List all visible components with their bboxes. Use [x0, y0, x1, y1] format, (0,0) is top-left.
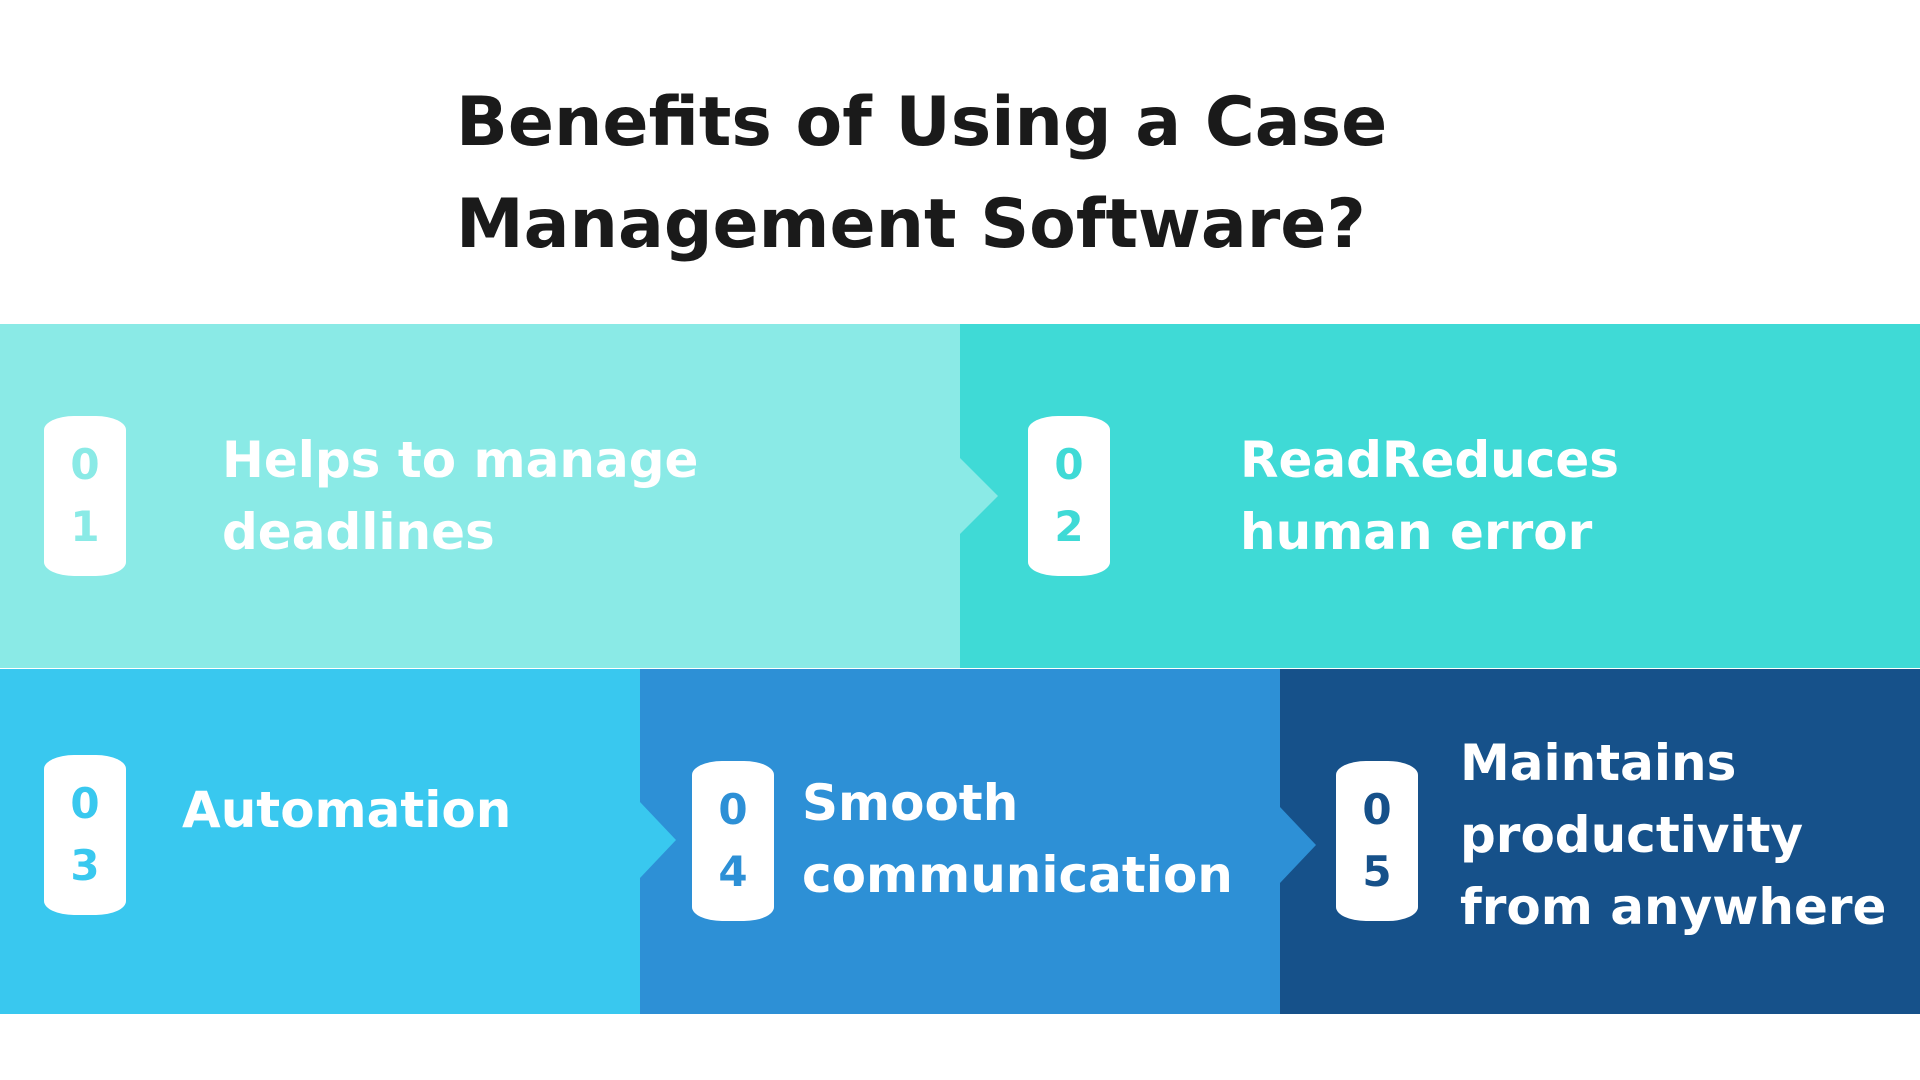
benefit-number-badge-1: 0 1	[44, 416, 126, 576]
badge-digit-bottom: 4	[718, 847, 748, 896]
benefit-number-badge-3: 0 3	[44, 755, 126, 915]
page-title: Benefits of Using a Case Management Soft…	[456, 72, 1556, 276]
badge-digit-bottom: 2	[1054, 502, 1084, 551]
benefit-panel-4: 0 4 Smooth communication	[640, 669, 1280, 1014]
badge-digit-top: 0	[70, 440, 100, 489]
flow-arrow-notch	[640, 802, 676, 878]
title-line-2: Management Software?	[456, 185, 1366, 264]
badge-digit-top: 0	[718, 785, 748, 834]
benefit-number-badge-5: 0 5	[1336, 761, 1418, 921]
benefit-panel-2: 0 2 ReadReduces human error	[960, 324, 1920, 668]
benefit-label-5: Maintains productivity from anywhere	[1460, 734, 1887, 936]
benefit-panel-3: 0 3 Automation	[0, 669, 640, 1014]
benefit-label-2: ReadReduces human error	[1240, 431, 1620, 561]
badge-digit-top: 0	[70, 779, 100, 828]
flow-arrow-notch	[960, 458, 998, 534]
benefit-number-badge-2: 0 2	[1028, 416, 1110, 576]
benefit-panel-5: 0 5 Maintains productivity from anywhere	[1280, 669, 1920, 1014]
benefit-number-badge-4: 0 4	[692, 761, 774, 921]
badge-digit-bottom: 5	[1362, 847, 1392, 896]
badge-digit-top: 0	[1054, 440, 1084, 489]
badge-digit-bottom: 1	[70, 502, 100, 551]
badge-digit-bottom: 3	[70, 841, 100, 890]
benefit-label-3: Automation	[182, 781, 512, 839]
title-line-1: Benefits of Using a Case	[456, 83, 1388, 162]
flow-arrow-notch	[1280, 807, 1316, 883]
badge-digit-top: 0	[1362, 785, 1392, 834]
benefit-panel-1: 0 1 Helps to manage deadlines	[0, 324, 960, 668]
benefit-label-4: Smooth communication	[802, 774, 1233, 904]
benefit-label-1: Helps to manage deadlines	[222, 431, 699, 561]
